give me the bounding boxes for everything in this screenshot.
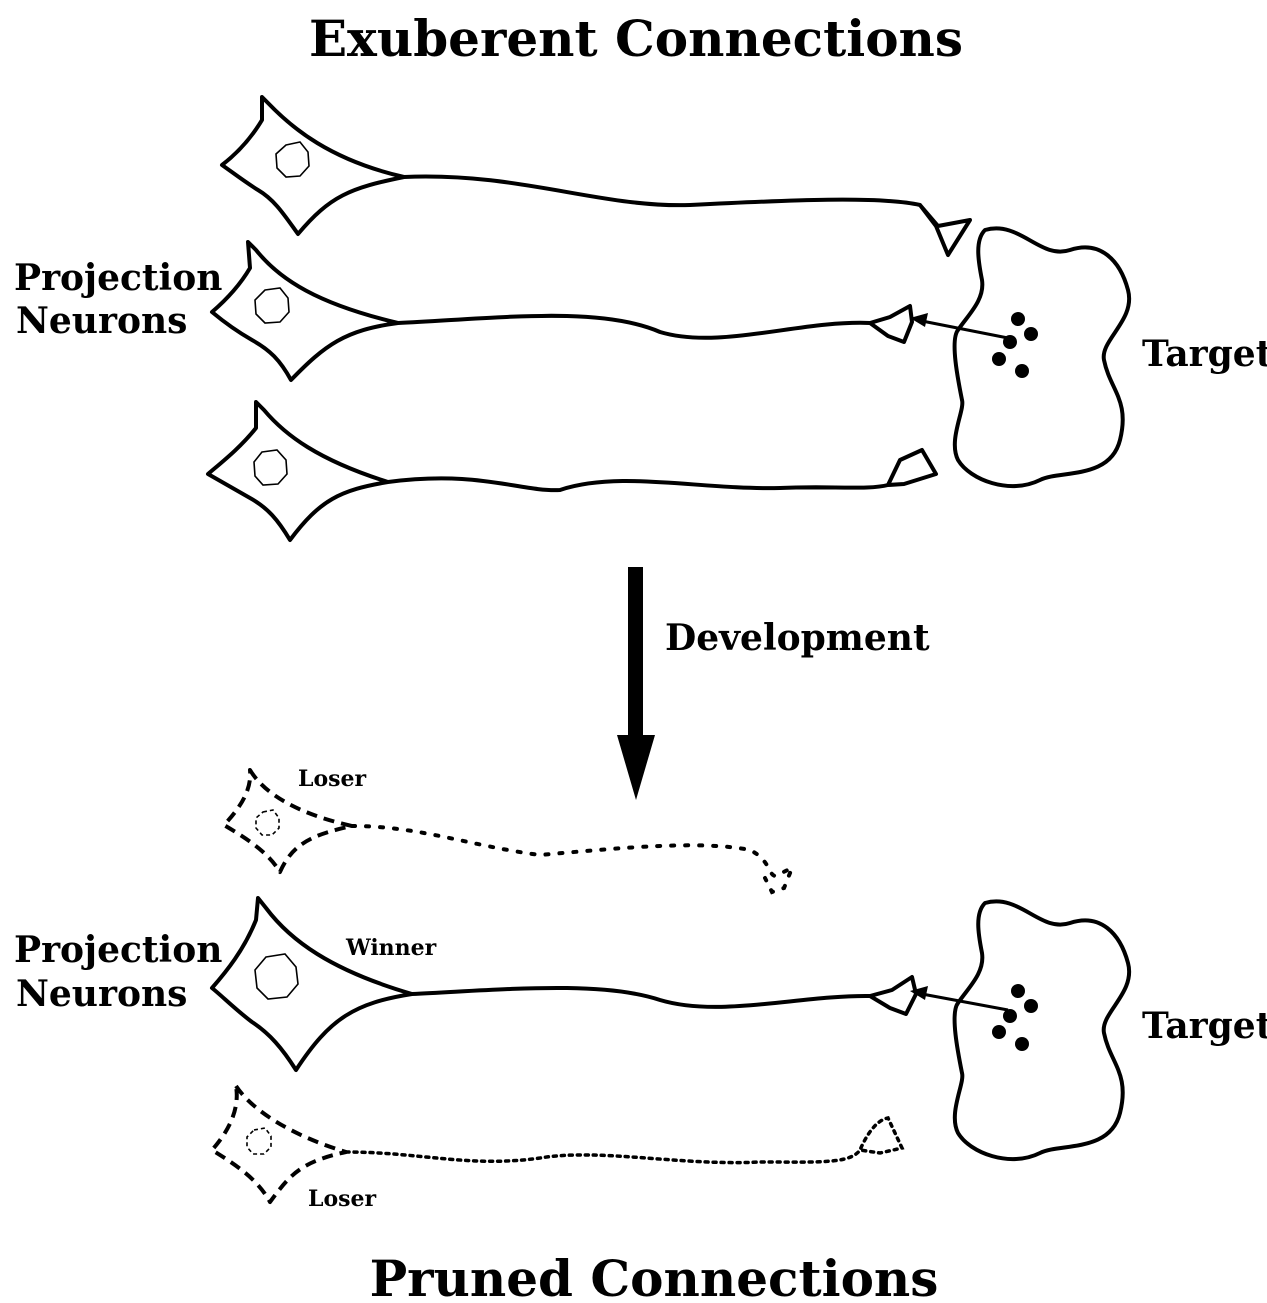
- top-neuron-2: [212, 242, 912, 380]
- top-neuron-1: [222, 97, 970, 255]
- top-target: [910, 228, 1129, 486]
- bottom-winner-neuron: [212, 898, 916, 1070]
- top-target-dot: [1024, 327, 1038, 341]
- bottom-target-dot: [992, 1025, 1006, 1039]
- bottom-target-dot: [1015, 1037, 1029, 1051]
- loser-bottom-label: Loser: [308, 1186, 377, 1212]
- bottom-target-dot: [1024, 999, 1038, 1013]
- development-label: Development: [665, 617, 930, 659]
- bottom-neurons-label-line2: Neurons: [16, 973, 187, 1015]
- winner-label: Winner: [345, 935, 437, 961]
- top-neuron-3: [208, 402, 936, 540]
- top-target-dot: [1011, 312, 1025, 326]
- loser-top-label: Loser: [298, 766, 367, 792]
- bottom-target: [910, 901, 1129, 1159]
- bottom-neurons-label-line1: Projection: [14, 929, 222, 971]
- bottom-target-dot: [1003, 1009, 1017, 1023]
- development-arrowhead: [617, 735, 655, 800]
- top-title: Exuberent Connections: [309, 9, 963, 68]
- top-target-label: Target: [1142, 333, 1267, 375]
- top-neurons-label-line2: Neurons: [16, 300, 187, 342]
- bottom-target-label: Target: [1142, 1005, 1267, 1047]
- top-target-dot: [1015, 364, 1029, 378]
- bottom-title: Pruned Connections: [370, 1249, 939, 1303]
- top-neurons-label-line1: Projection: [14, 257, 222, 299]
- top-target-dot: [992, 352, 1006, 366]
- development-arrow: [617, 567, 655, 800]
- bottom-target-dot: [1011, 984, 1025, 998]
- bottom-loser-neuron-bottom: [212, 1086, 902, 1202]
